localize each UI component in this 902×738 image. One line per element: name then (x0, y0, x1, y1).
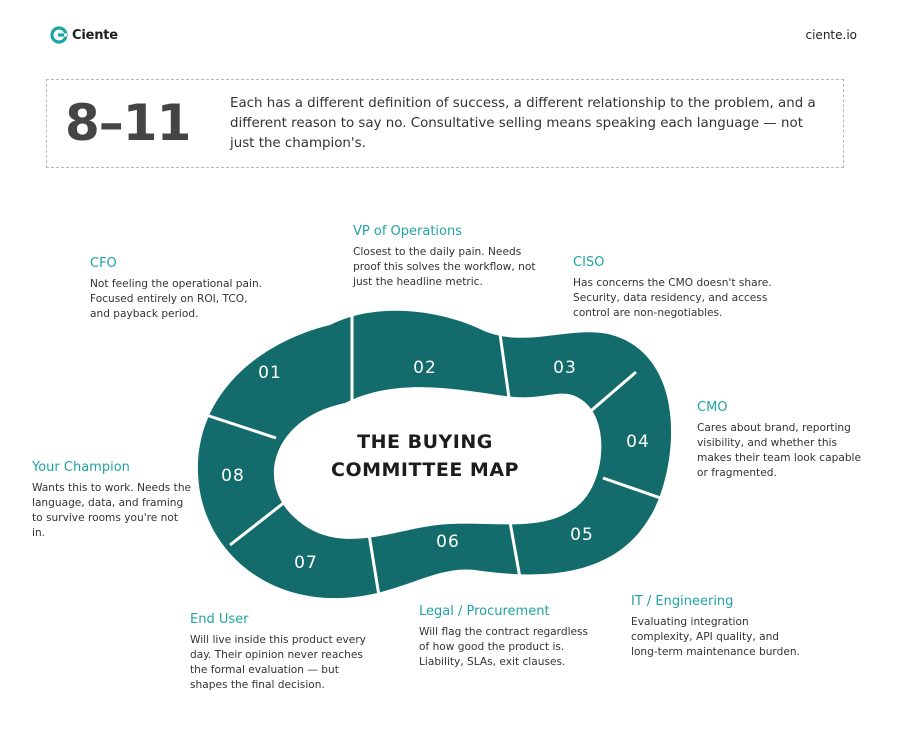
stat-number: 8–11 (65, 94, 191, 152)
role-description: Not feeling the operational pain. Focuse… (90, 278, 263, 320)
map-title-line-2: COMMITTEE MAP (331, 459, 519, 481)
segment-label-02: 02 (413, 358, 437, 378)
role-description: Wants this to work. Needs the language, … (32, 482, 192, 539)
map-title: THE BUYING COMMITTEE MAP (300, 428, 550, 484)
segment-label-03: 03 (553, 358, 577, 378)
role-description: Has concerns the CMO doesn't share. Secu… (573, 277, 772, 319)
role-it-engineering: IT / Engineering Evaluating integration … (631, 594, 801, 660)
role-description: Closest to the daily pain. Needs proof t… (353, 246, 536, 288)
role-your-champion: Your Champion Wants this to work. Needs … (32, 460, 192, 541)
ciente-logo-icon (50, 26, 68, 44)
role-title: CMO (697, 400, 728, 415)
brand-name: Ciente (72, 27, 118, 43)
ring-dividers (199, 300, 673, 603)
brand-logo[interactable]: Ciente (50, 26, 118, 44)
role-title: CFO (90, 256, 117, 271)
role-description: Evaluating integration complexity, API q… (631, 616, 800, 658)
role-title: End User (190, 612, 249, 627)
role-vp-operations: VP of Operations Closest to the daily pa… (353, 224, 548, 290)
role-title: Your Champion (32, 460, 130, 475)
role-title: IT / Engineering (631, 594, 734, 609)
role-description: Will live inside this product every day.… (190, 634, 366, 691)
role-legal-procurement: Legal / Procurement Will flag the contra… (419, 604, 599, 670)
ring-outer-shape (197, 310, 672, 599)
stat-callout: 8–11 Each has a different definition of … (46, 79, 844, 168)
role-cfo: CFO Not feeling the operational pain. Fo… (90, 256, 265, 322)
role-title: Legal / Procurement (419, 604, 550, 619)
role-description: Will flag the contract regardless of how… (419, 626, 589, 668)
segment-label-07: 07 (294, 553, 318, 573)
map-title-line-1: THE BUYING (357, 431, 493, 453)
role-description: Cares about brand, reporting visibility,… (697, 422, 862, 479)
segment-label-04: 04 (626, 432, 650, 452)
role-end-user: End User Will live inside this product e… (190, 612, 370, 693)
role-title: VP of Operations (353, 224, 462, 239)
segment-label-08: 08 (221, 466, 245, 486)
segment-label-01: 01 (258, 363, 282, 383)
site-url[interactable]: ciente.io (805, 28, 858, 42)
stat-description: Each has a different definition of succe… (230, 96, 816, 151)
segment-label-06: 06 (436, 532, 460, 552)
segment-label-05: 05 (570, 525, 594, 545)
role-ciso: CISO Has concerns the CMO doesn't share.… (573, 255, 788, 321)
role-title: CISO (573, 255, 605, 270)
role-cmo: CMO Cares about brand, reporting visibil… (697, 400, 867, 481)
